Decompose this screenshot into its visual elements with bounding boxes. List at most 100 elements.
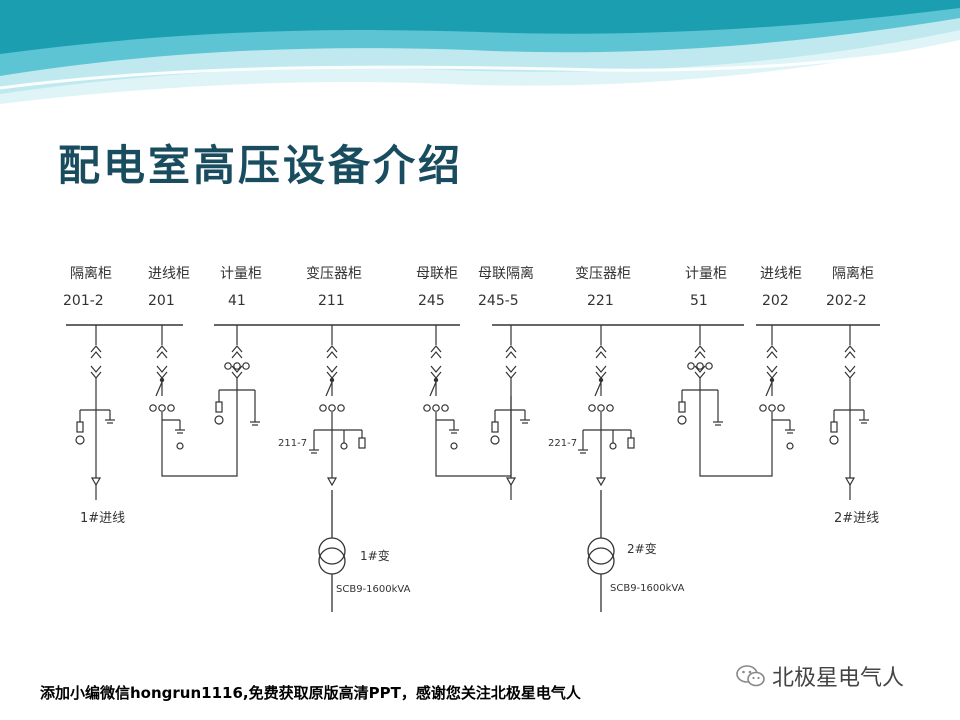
bay-51-plug-lower [694, 365, 706, 379]
bay-201-ct-0 [149, 404, 157, 412]
cabinet-label-10: 隔离柜 [832, 265, 874, 282]
bay-202-2-arrester-gauge [829, 435, 839, 445]
rating-1-label: SCB9-1600kVA [336, 584, 411, 595]
bay-221-plug-lower [595, 365, 607, 379]
bay-202-indicator [786, 442, 794, 450]
bay-51-ct-1 [696, 362, 704, 370]
cabinet-labels: 隔离柜 201-2 进线柜 201 计量柜 41 变压器柜 211 母联柜 24… [63, 265, 874, 309]
cabinet-label-3: 计量柜 [220, 266, 262, 282]
bay-245-indicator [450, 442, 458, 450]
tie-link-2 [699, 474, 773, 477]
bay-201-ct-2 [167, 404, 175, 412]
bay-245-ct-0 [423, 404, 431, 412]
bay-245-ct-1 [432, 404, 440, 412]
incoming-2-label: 2#进线 [834, 511, 879, 526]
bay-202-plug-lower [766, 365, 778, 379]
bay-51-plug-upper [694, 345, 706, 359]
cabinet-code-1: 201-2 [63, 293, 104, 309]
bay-211-breaker-pivot [329, 377, 335, 383]
bay-221-arrester-body [627, 437, 635, 449]
bay-211-indicator [340, 442, 348, 450]
bay-201-breaker-pivot [159, 377, 165, 383]
bay-201-2-plug-lower [90, 365, 102, 379]
cabinet-label-9: 进线柜 [760, 266, 802, 282]
bay-211-ct-2 [337, 404, 345, 412]
feeder-bays [75, 325, 869, 500]
transformer-2-label: 2#变 [627, 541, 657, 556]
bay-201-ct-1 [158, 404, 166, 412]
bay-211-arrester-body [358, 437, 366, 449]
bay-202-2-plug-lower [844, 365, 856, 379]
incoming-1-label: 1#进线 [80, 511, 125, 526]
cabinet-label-7: 变压器柜 [575, 266, 631, 282]
bay-41-plug-upper [231, 345, 243, 359]
footer-note: 添加小编微信hongrun1116,免费获取原版高清PPT，感谢您关注北极星电气… [40, 684, 581, 702]
bay-221-indicator [609, 442, 617, 450]
bay-201-2-arrester-body [76, 421, 84, 433]
bay-202-2-arrester-body [830, 421, 838, 433]
cabinet-code-6: 245-5 [478, 293, 519, 309]
bay-202-breaker-pivot [769, 377, 775, 383]
bay-201-breaker-blade [155, 381, 163, 397]
bay-221-cable-head [595, 477, 607, 487]
bay-51-ct-2 [705, 362, 713, 370]
rating-2-label: SCB9-1600kVA [610, 583, 685, 594]
bay-201-plug-upper [156, 345, 168, 359]
bay-201-2-arrester-gauge [75, 435, 85, 445]
bay-41-arrester-gauge [214, 415, 224, 425]
bay-221-ct-1 [597, 404, 605, 412]
bay-221-ct-2 [606, 404, 614, 412]
bay-51-arrester-body [678, 401, 686, 413]
cabinet-code-2: 201 [148, 293, 175, 309]
bay-202-2-plug-upper [844, 345, 856, 359]
bay-211-breaker-blade [325, 381, 333, 397]
header-waves [0, 0, 960, 104]
cabinet-label-4: 变压器柜 [306, 266, 362, 282]
cabinet-code-7: 221 [587, 293, 614, 309]
cabinet-code-5: 245 [418, 293, 445, 309]
bay-221-breaker-pivot [598, 377, 604, 383]
cabinet-label-2: 进线柜 [148, 266, 190, 282]
bay-245-breaker-blade [429, 381, 437, 397]
bay-221-plug-upper [595, 345, 607, 359]
annotations: 1#进线 2#进线 1#变 2#变 SCB9-1600kVA SCB9-1600… [80, 438, 879, 595]
tie-link-0 [161, 474, 238, 477]
cabinet-label-5: 母联柜 [416, 266, 458, 282]
bay-245-breaker-pivot [433, 377, 439, 383]
bay-202-ct-2 [777, 404, 785, 412]
cabinet-code-8: 51 [690, 293, 708, 309]
bay-51-arrester-gauge [677, 415, 687, 425]
bay-202-plug-upper [766, 345, 778, 359]
bay-201-2-cable-head [90, 477, 102, 487]
brand-name: 北极星电气人 [772, 666, 905, 691]
cabinet-label-6: 母联隔离 [478, 265, 534, 282]
bay-41-ct-1 [233, 362, 241, 370]
cabinet-code-4: 211 [318, 293, 345, 309]
page-title: 配电室高压设备介绍 [58, 141, 464, 190]
bay-211-plug-lower [326, 365, 338, 379]
bay-202-ct-1 [768, 404, 776, 412]
cabinet-code-9: 202 [762, 293, 789, 309]
cabinet-label-1: 隔离柜 [70, 265, 112, 282]
bay-221-ct-0 [588, 404, 596, 412]
cabinet-code-3: 41 [228, 293, 246, 309]
transformer-1-label: 1#变 [360, 548, 390, 563]
transformer-2-symbol [587, 490, 615, 612]
cabinet-code-10: 202-2 [826, 293, 867, 309]
bay-245-plug-lower [430, 365, 442, 379]
bay-245-5-plug-upper [505, 345, 517, 359]
bay-211-ct-0 [319, 404, 327, 412]
bay-245-plug-upper [430, 345, 442, 359]
bay-201-2-plug-upper [90, 345, 102, 359]
bay-202-breaker-blade [765, 381, 773, 397]
bay-51-ct-0 [687, 362, 695, 370]
bay-41-plug-lower [231, 365, 243, 379]
transformer-1-symbol [318, 490, 346, 612]
wechat-icon [736, 665, 765, 687]
switch-221-label: 221-7 [548, 438, 577, 449]
bay-41-ct-2 [242, 362, 250, 370]
bay-202-2-cable-head [844, 477, 856, 487]
bay-201-plug-lower [156, 365, 168, 379]
brand-watermark: 北极星电气人 [736, 660, 904, 692]
